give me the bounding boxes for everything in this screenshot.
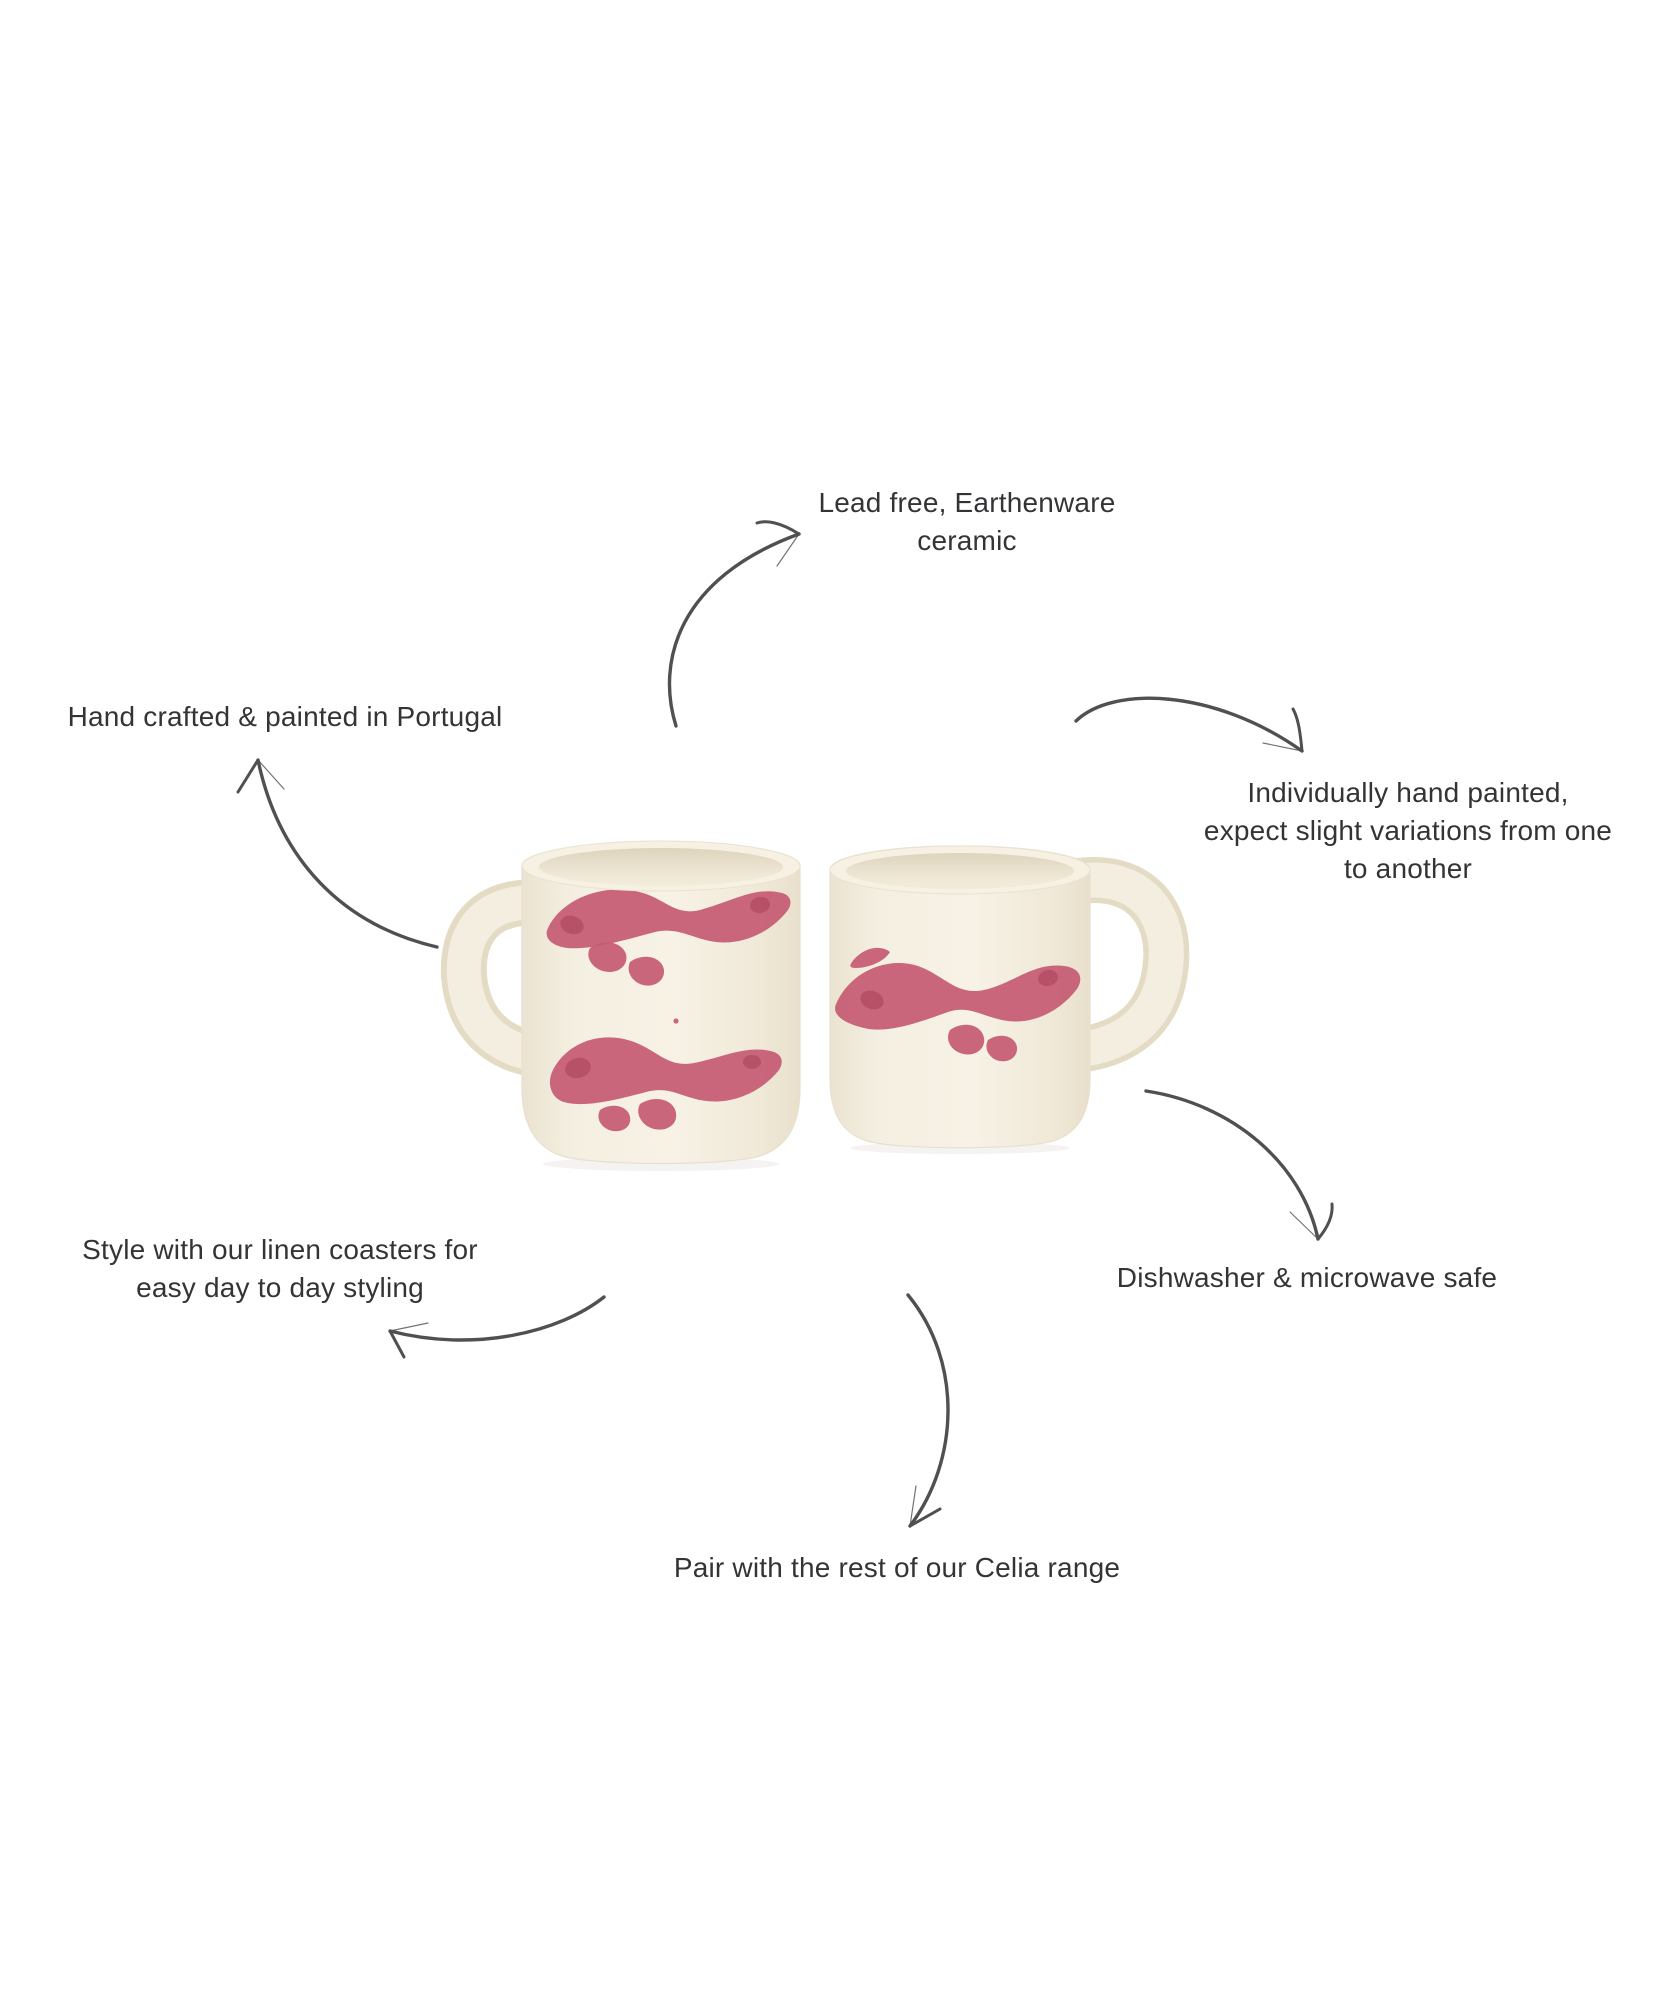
annotation-individually: Individually hand painted, expect slight… <box>1178 774 1638 888</box>
arrow-to-lead-free <box>667 520 801 728</box>
left-mug <box>440 840 801 1165</box>
annotation-dishwasher: Dishwasher & microwave safe <box>1077 1259 1537 1297</box>
annotation-lead-free: Lead free, Earthenware ceramic <box>737 484 1197 560</box>
arrow-to-coasters <box>388 1295 606 1359</box>
right-mug-interior <box>846 853 1074 889</box>
arrow-to-hand-crafted <box>236 758 439 949</box>
annotation-line: Hand crafted & painted in Portugal <box>67 701 503 732</box>
annotation-arrows <box>236 520 1334 1528</box>
left-mug-painted-swirls <box>546 889 791 1132</box>
annotation-line: Dishwasher & microwave safe <box>1116 1262 1498 1293</box>
annotation-line: Pair with the rest of our Celia range <box>673 1552 1121 1583</box>
left-mug-interior <box>539 848 783 886</box>
annotation-hand-crafted: Hand crafted & painted in Portugal <box>25 698 545 736</box>
right-mug <box>829 845 1190 1149</box>
annotation-line: ceramic <box>917 525 1017 556</box>
right-mug-handle <box>1045 862 1184 1069</box>
annotation-line: Lead free, Earthenware <box>818 487 1116 518</box>
annotation-line: Style with our linen coasters for <box>82 1234 478 1265</box>
annotation-line: to another <box>1343 853 1473 884</box>
annotation-line: expect slight variations from one <box>1203 815 1613 846</box>
right-mug-painted-swirls <box>835 947 1081 1062</box>
left-mug-handle <box>446 885 570 1073</box>
annotation-pair-range: Pair with the rest of our Celia range <box>637 1549 1157 1587</box>
arrow-to-dishwasher <box>1144 1089 1334 1241</box>
annotation-coasters: Style with our linen coasters for easy d… <box>50 1231 510 1307</box>
arrow-to-pair-range <box>906 1293 950 1528</box>
annotation-line: Individually hand painted, <box>1247 777 1569 808</box>
annotation-line: easy day to day styling <box>136 1272 424 1303</box>
arrow-to-individually <box>1074 696 1304 753</box>
